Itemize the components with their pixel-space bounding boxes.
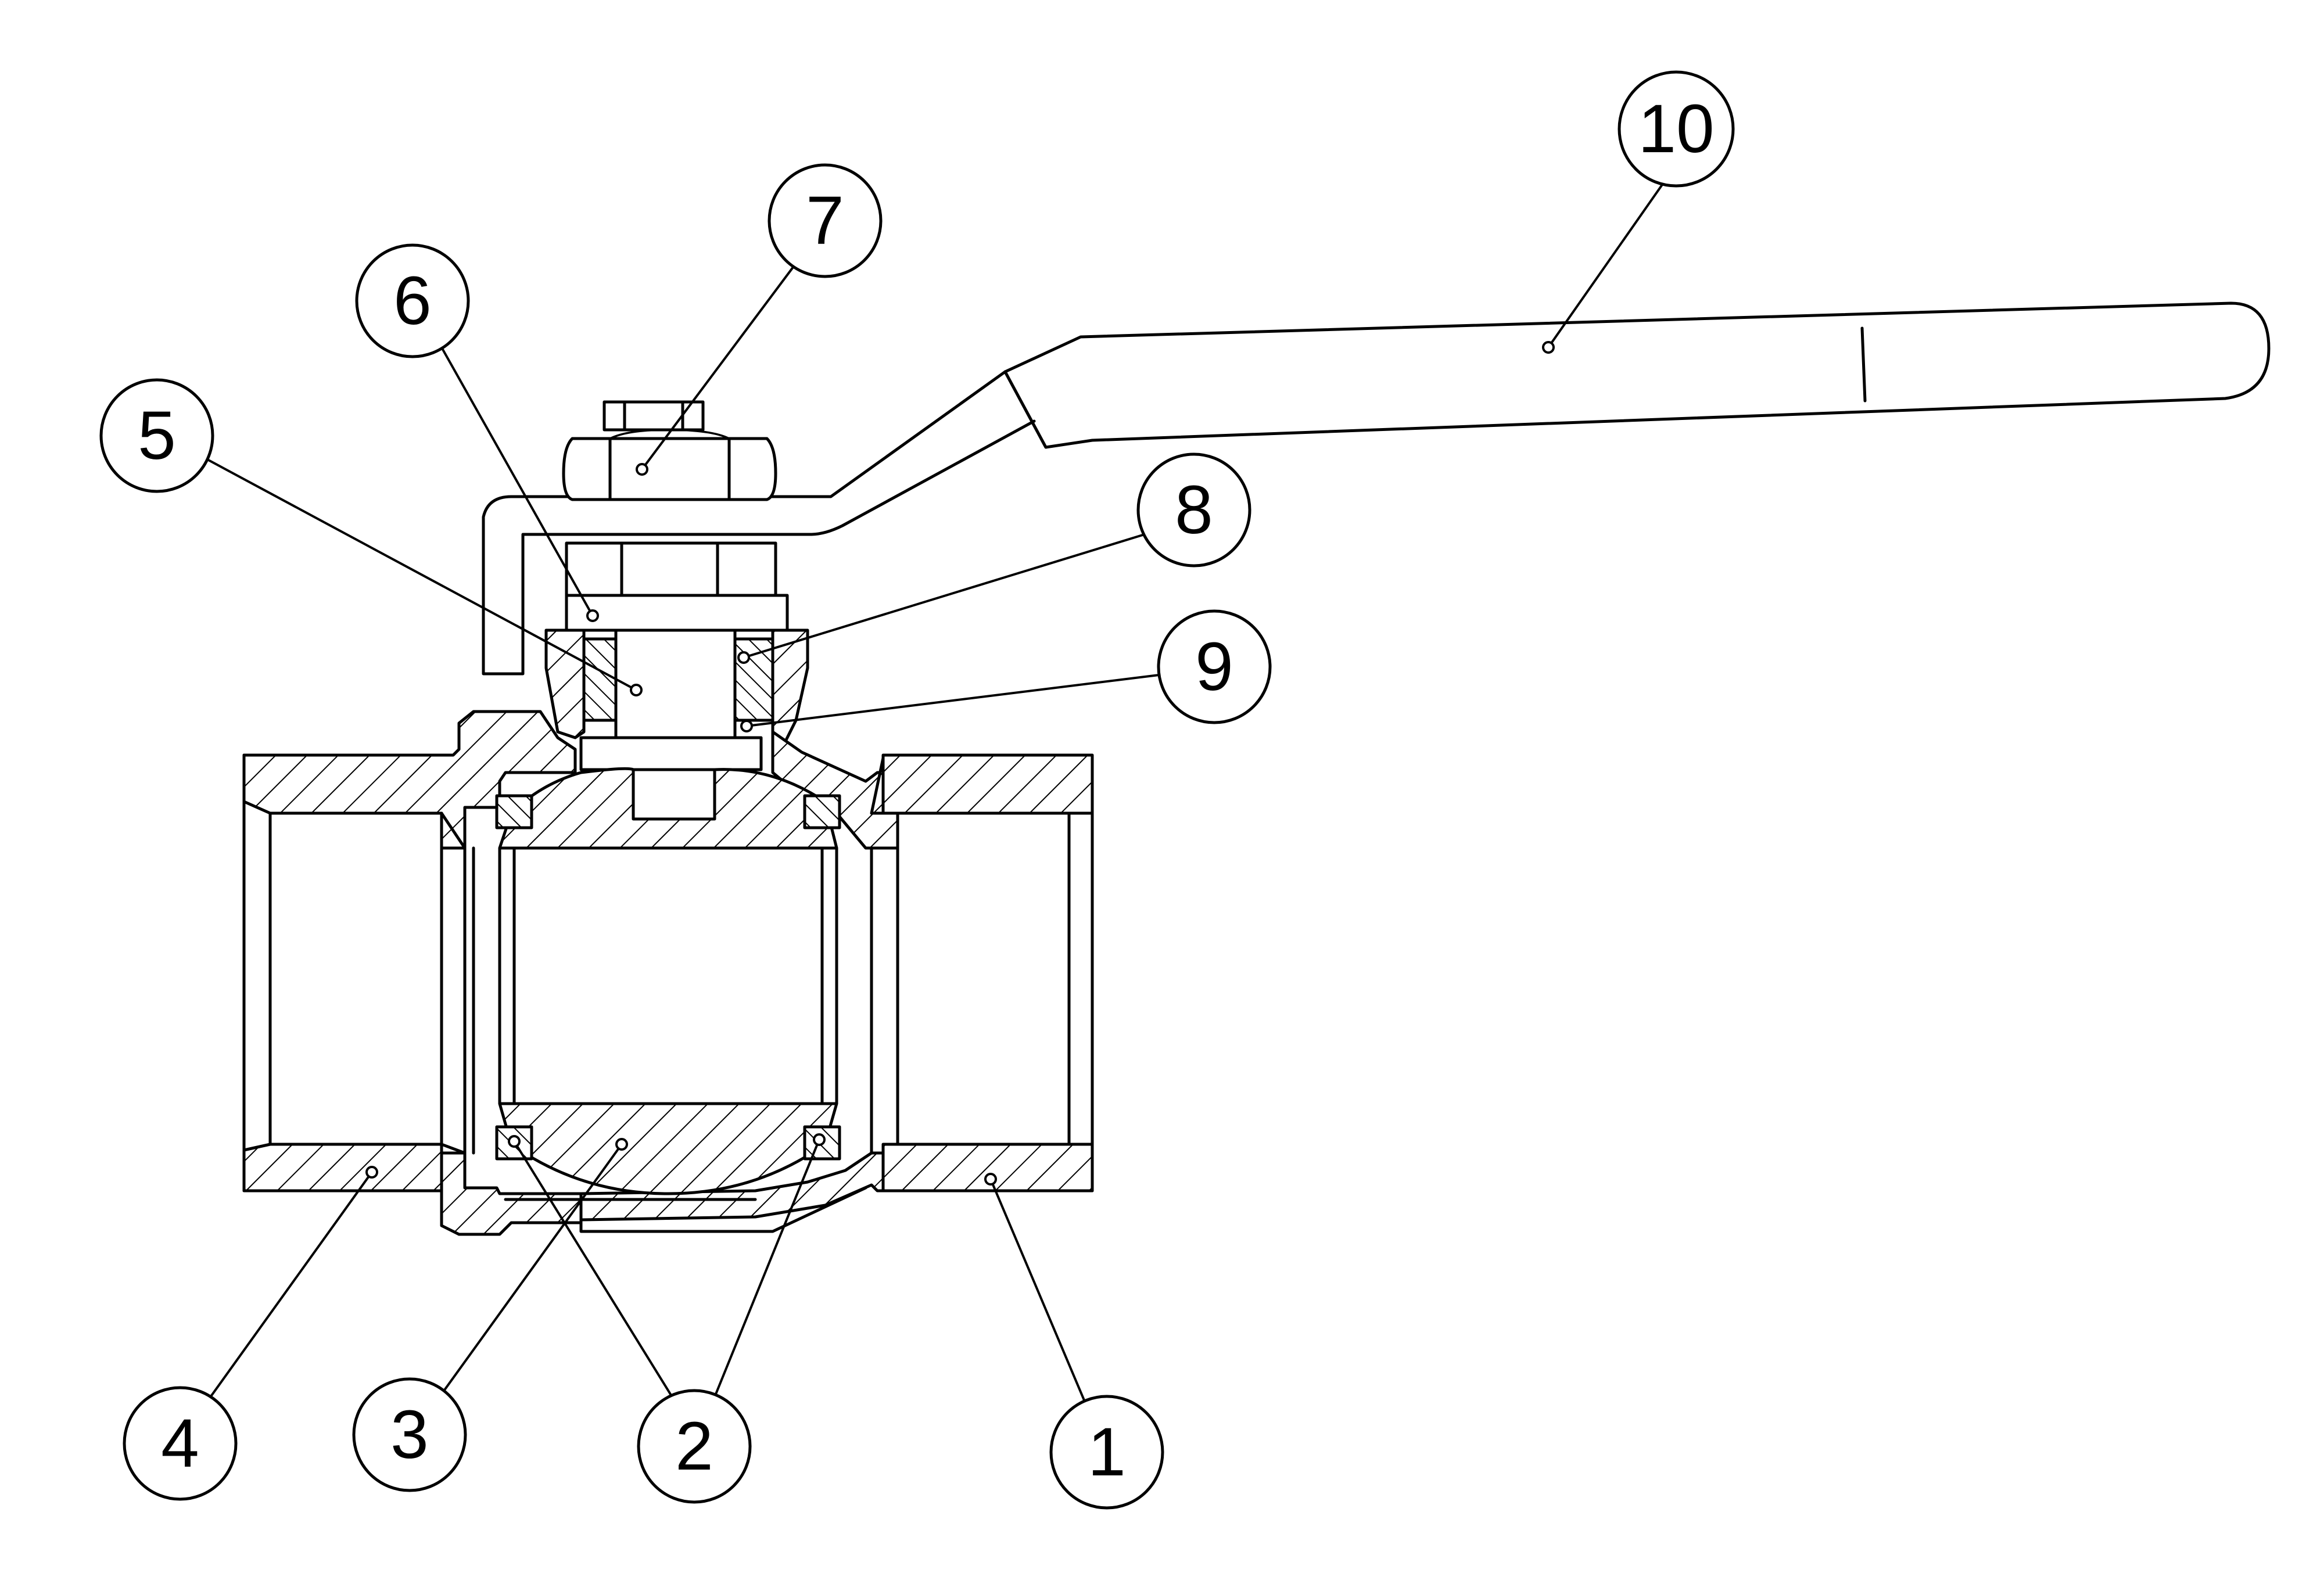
balloon-1-label: 1	[1088, 1414, 1126, 1490]
balloon-2-label: 2	[675, 1408, 713, 1485]
balloon-7-label: 7	[806, 182, 844, 259]
balloon-4-label: 4	[161, 1405, 199, 1482]
seats	[495, 794, 841, 1161]
end-connector-right	[870, 753, 1094, 1193]
stem-nut	[562, 400, 777, 501]
balloon-1: 1	[984, 1173, 1164, 1510]
balloon-6: 6	[355, 243, 599, 622]
ball	[498, 767, 838, 1195]
balloon-10: 10	[1542, 70, 1735, 354]
balloon-3: 3	[352, 1138, 628, 1492]
gland-nut	[565, 541, 789, 632]
balloon-9: 9	[740, 609, 1272, 732]
balloon-8-label: 8	[1175, 472, 1213, 548]
balloon-2: 2	[508, 1133, 826, 1504]
balloon-9-label: 9	[1195, 628, 1233, 705]
balloon-7: 7	[636, 163, 883, 476]
balloon-3-label: 3	[390, 1396, 429, 1473]
balloon-5-label: 5	[138, 397, 176, 474]
balloon-8: 8	[737, 452, 1251, 664]
balloon-4: 4	[123, 1166, 378, 1501]
balloon-5: 5	[99, 378, 643, 696]
lever-handle	[482, 301, 2271, 676]
balloon-10-label: 10	[1638, 91, 1714, 167]
balloon-6-label: 6	[393, 263, 432, 339]
